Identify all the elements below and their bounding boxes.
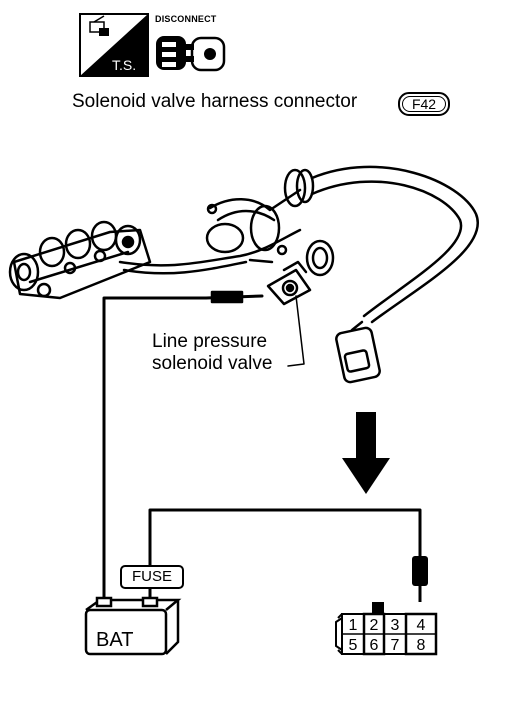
troubleshooting-icon: T.S.	[79, 13, 149, 77]
line-pressure-solenoid-valve	[266, 260, 312, 306]
valve-label: Line pressure solenoid valve	[152, 331, 272, 375]
battery: BAT	[84, 596, 182, 656]
pin-3: 3	[391, 617, 400, 634]
harness-wires	[118, 165, 479, 324]
connector-face: 1 2 3 4 5 6 7 8	[335, 602, 438, 656]
pin-2: 2	[370, 617, 379, 634]
fuse-label: FUSE	[120, 565, 184, 589]
pin-6: 6	[370, 637, 379, 654]
valve-label-line1: Line pressure	[152, 331, 268, 352]
pin-7: 7	[391, 637, 400, 654]
pin-1: 1	[349, 617, 358, 634]
harness-connector-plug	[335, 320, 381, 384]
down-arrow-icon	[342, 412, 390, 494]
pin-4: 4	[417, 617, 426, 634]
valve-label-line2: solenoid valve	[152, 353, 273, 374]
disconnect-label: DISCONNECT	[155, 14, 217, 24]
inline-fuse-element	[412, 556, 428, 586]
diagram-caption: Solenoid valve harness connector	[72, 91, 358, 112]
ts-label: T.S.	[112, 57, 136, 73]
pin-5: 5	[349, 637, 358, 654]
battery-label: BAT	[96, 629, 133, 651]
disconnect-icon	[156, 36, 226, 72]
solenoid-valve-assembly	[8, 220, 152, 300]
header-icons: T.S.	[79, 13, 226, 77]
connector-id-badge: F42	[398, 92, 450, 116]
connector-lock-tab	[372, 602, 384, 614]
pin-8: 8	[417, 637, 426, 654]
